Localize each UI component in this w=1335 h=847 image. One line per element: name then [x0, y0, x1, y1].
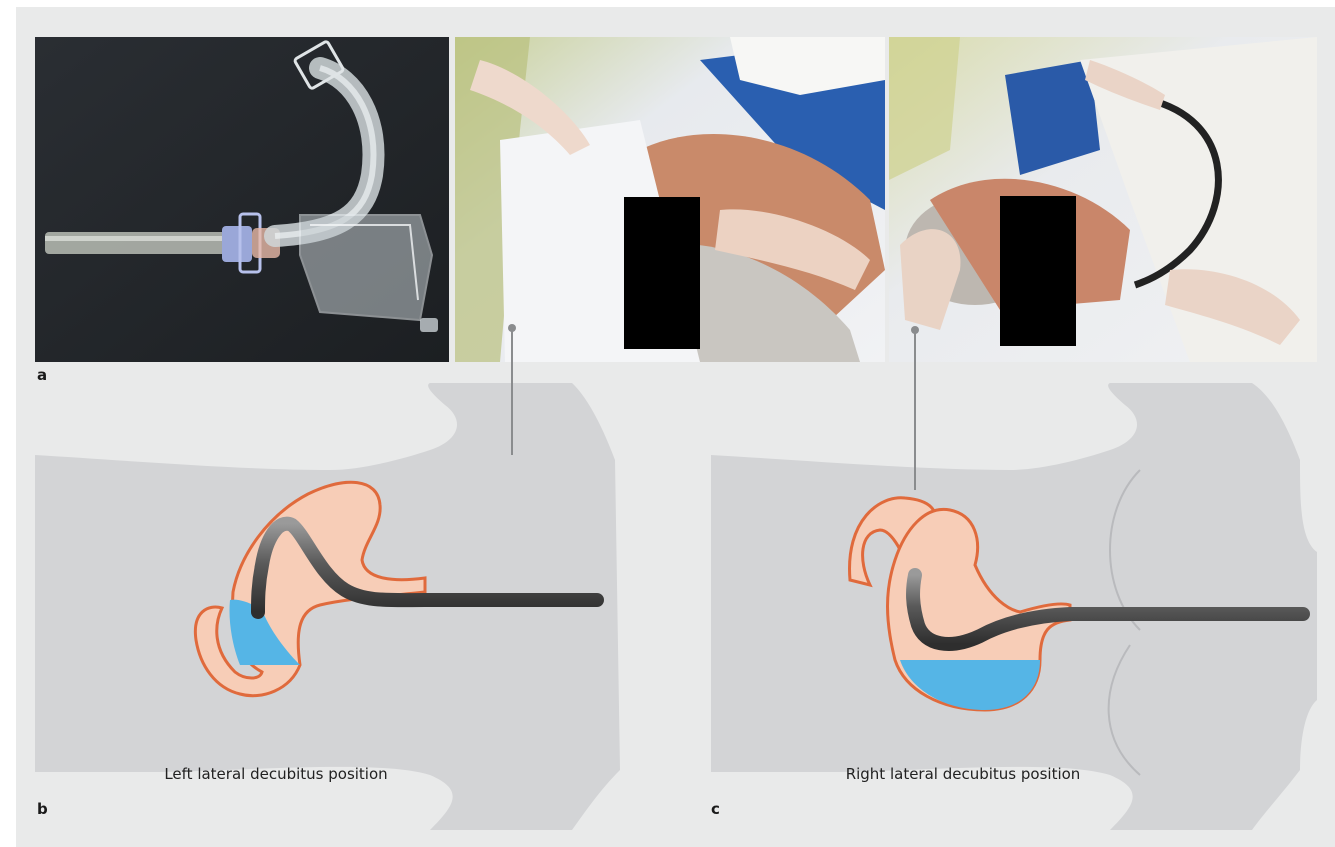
caption-right-lateral: Right lateral decubitus position — [828, 765, 1098, 783]
caption-left-lateral: Left lateral decubitus position — [146, 765, 406, 783]
panel-label-a: a — [37, 366, 47, 384]
face-redaction-box — [1000, 196, 1076, 346]
face-redaction-box — [624, 197, 700, 349]
right-lateral-photo — [889, 37, 1317, 362]
cap-device-photo — [35, 37, 449, 362]
panel-label-c: c — [711, 800, 720, 818]
panel-label-b: b — [37, 800, 48, 818]
